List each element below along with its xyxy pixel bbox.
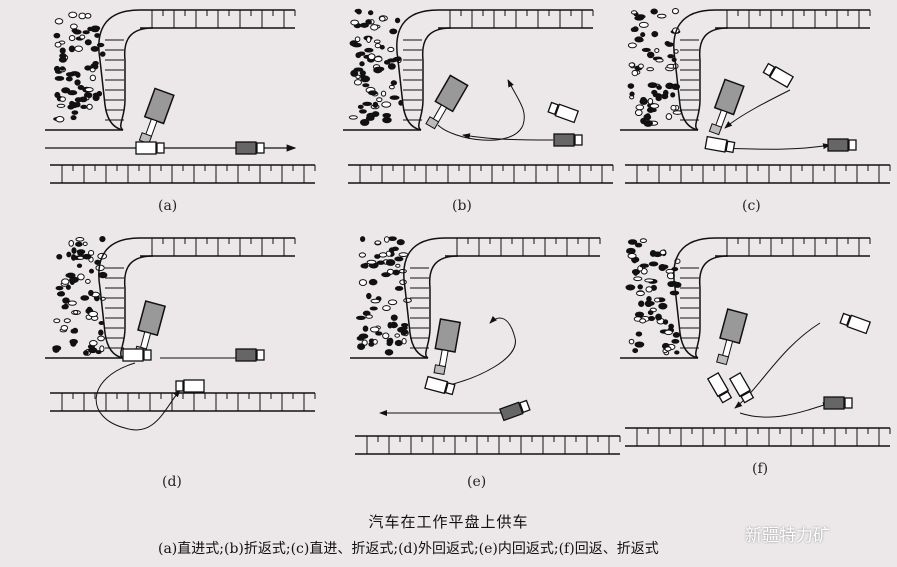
shovel — [425, 74, 469, 130]
empty-truck — [135, 141, 165, 155]
rock-pile — [625, 238, 682, 356]
shovel — [708, 78, 745, 136]
loaded-truck — [553, 133, 583, 147]
rock-pile — [627, 7, 683, 127]
travel-arrow — [739, 402, 831, 418]
upper-rail — [715, 9, 871, 29]
truck-at-shovel — [424, 375, 456, 396]
truck-waiting — [728, 371, 755, 404]
truck-at-shovel — [704, 135, 736, 154]
shovel — [433, 318, 462, 376]
bench-edge — [673, 9, 716, 131]
return-arrow — [462, 133, 554, 141]
empty-truck — [175, 379, 205, 393]
bench-toe — [120, 27, 154, 131]
panel-label-d: (d) — [162, 474, 182, 490]
empty-truck — [547, 101, 580, 124]
lower-rail — [355, 435, 621, 455]
empty-truck — [839, 312, 872, 335]
panel-b — [343, 8, 614, 184]
panel-f — [620, 237, 891, 447]
return-arrow — [724, 89, 791, 129]
panel-label-a: (a) — [158, 198, 178, 214]
rock-pile — [52, 235, 108, 356]
lower-rail — [625, 427, 891, 447]
lower-rail — [625, 164, 891, 184]
loaded-truck — [235, 141, 265, 155]
bench-edge — [403, 237, 446, 359]
watermark: 新疆特力矿 — [745, 526, 830, 546]
lower-rail — [50, 164, 316, 184]
rock-pile — [53, 11, 106, 123]
upper-rail — [715, 237, 871, 257]
shovel — [138, 87, 175, 145]
bench-toe — [695, 27, 729, 131]
figure-title: 汽车在工作平盘上供车 — [368, 513, 529, 531]
loaded-truck — [827, 138, 857, 152]
lower-rail — [348, 164, 614, 184]
bench-edge — [396, 9, 439, 131]
panel-e — [350, 236, 621, 455]
panel-label-e: (e) — [467, 474, 487, 490]
upper-rail — [438, 9, 594, 29]
figure-caption: (a)直进式;(b)折返式;(c)直进、折返式;(d)外回返式;(e)内回返式;… — [158, 541, 659, 557]
empty-truck — [762, 62, 795, 89]
truck-at-shovel — [706, 371, 733, 404]
bench-toe — [425, 255, 459, 359]
rock-pile — [355, 236, 412, 356]
upper-rail — [445, 237, 601, 257]
loaded-truck — [498, 399, 531, 422]
bench-toe — [695, 255, 729, 359]
panel-d — [45, 235, 316, 431]
panel-label-c: (c) — [742, 198, 761, 214]
bench-edge — [673, 237, 716, 359]
loaded-truck — [235, 348, 265, 362]
bench-edge — [98, 9, 141, 131]
upper-rail — [140, 237, 296, 257]
bench-toe — [120, 255, 154, 359]
travel-arrow — [444, 315, 516, 387]
loop-arrow — [95, 362, 181, 431]
bench-edge — [98, 237, 141, 359]
bench-toe — [418, 27, 452, 131]
loaded-truck — [823, 396, 853, 410]
upper-rail — [140, 9, 296, 29]
panel-c — [620, 7, 891, 184]
panel-label-f: (f) — [752, 461, 769, 477]
lower-rail — [50, 392, 316, 412]
panel-label-b: (b) — [452, 198, 472, 214]
travel-arrow — [437, 79, 525, 141]
shovel — [716, 308, 749, 366]
panel-a — [45, 9, 316, 184]
travel-arrow — [719, 143, 831, 150]
rock-pile — [348, 8, 404, 126]
truck-at-shovel — [122, 348, 152, 362]
